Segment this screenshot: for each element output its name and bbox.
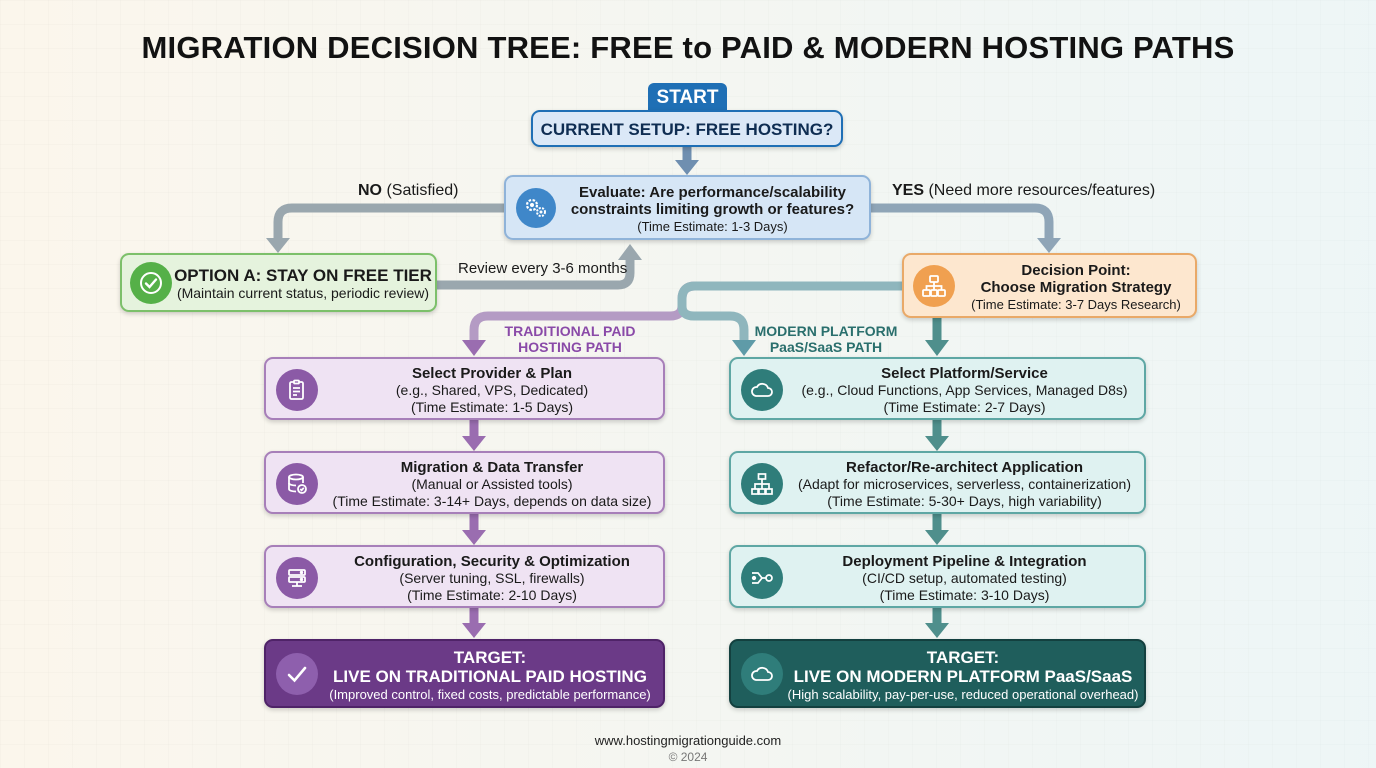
decision-line1: Decision Point:: [1021, 262, 1131, 279]
traditional-target-line1: TARGET:: [453, 648, 527, 667]
arrow-review-loop: [437, 244, 642, 290]
start-question-box: CURRENT SETUP: FREE HOSTING?: [531, 110, 843, 147]
modern-step-3-title: Deployment Pipeline & Integration: [842, 553, 1087, 570]
gears-icon: [516, 188, 556, 228]
traditional-step-3: Configuration, Security & Optimization (…: [264, 545, 665, 608]
architecture-icon: [741, 463, 783, 505]
hierarchy-icon: [913, 265, 955, 307]
arrows-modern-chain: [925, 420, 949, 638]
traditional-path-line1: TRADITIONAL PAID: [504, 323, 636, 339]
modern-step-2-text: Refactor/Re-architect Application (Adapt…: [787, 459, 1142, 510]
modern-target-line2: LIVE ON MODERN PLATFORM PaaS/SaaS: [793, 667, 1133, 686]
modern-step-3-detail: (CI/CD setup, automated testing): [862, 570, 1067, 586]
evaluate-line2: constraints limiting growth or features?: [570, 201, 855, 218]
yes-label: YES: [892, 182, 925, 199]
traditional-step-2-title: Migration & Data Transfer: [400, 459, 584, 476]
no-branch-label: NO (Satisfied): [358, 182, 458, 200]
arrow-decision-to-modern: [677, 281, 902, 356]
option-a-text: OPTION A: STAY ON FREE TIER (Maintain cu…: [174, 266, 432, 302]
option-a-box: OPTION A: STAY ON FREE TIER (Maintain cu…: [120, 253, 437, 312]
traditional-step-3-text: Configuration, Security & Optimization (…: [322, 553, 662, 604]
modern-step-3-time: (Time Estimate: 3-10 Days): [879, 587, 1050, 603]
start-question: CURRENT SETUP: FREE HOSTING?: [540, 120, 834, 139]
yes-branch-label: YES (Need more resources/features): [892, 182, 1155, 200]
footer-copyright: © 2024: [668, 750, 708, 764]
evaluate-box: Evaluate: Are performance/scalability co…: [504, 175, 871, 240]
evaluate-line1: Evaluate: Are performance/scalability: [578, 184, 847, 201]
traditional-step-1-time: (Time Estimate: 1-5 Days): [410, 399, 574, 415]
traditional-path-label: TRADITIONAL PAID HOSTING PATH: [500, 323, 640, 355]
modern-target-line3: (High scalability, pay-per-use, reduced …: [787, 687, 1139, 702]
pipeline-icon: [741, 557, 783, 599]
start-tag: START: [648, 83, 727, 111]
target-cloud-icon: [741, 653, 783, 695]
evaluate-time: (Time Estimate: 1-3 Days): [637, 219, 788, 234]
cloud-icon: [741, 369, 783, 411]
check-circle-icon: [130, 262, 172, 304]
decision-line2: Choose Migration Strategy: [980, 279, 1172, 296]
modern-step-1-detail: (e.g., Cloud Functions, App Services, Ma…: [801, 382, 1128, 398]
modern-target-text: TARGET: LIVE ON MODERN PLATFORM PaaS/Saa…: [783, 648, 1143, 703]
traditional-step-1-text: Select Provider & Plan (e.g., Shared, VP…: [322, 365, 662, 416]
modern-target: TARGET: LIVE ON MODERN PLATFORM PaaS/Saa…: [729, 639, 1146, 708]
decision-time: (Time Estimate: 3-7 Days Research): [971, 297, 1181, 312]
decision-box: Decision Point: Choose Migration Strateg…: [902, 253, 1197, 318]
arrow-yes-branch: [871, 203, 1061, 253]
traditional-step-2-text: Migration & Data Transfer (Manual or Ass…: [322, 459, 662, 510]
decision-text: Decision Point: Choose Migration Strateg…: [956, 262, 1196, 313]
option-a-title: OPTION A: STAY ON FREE TIER: [174, 266, 432, 285]
arrows-traditional-chain: [462, 420, 486, 638]
database-icon: [276, 463, 318, 505]
yes-note: (Need more resources/features): [928, 182, 1156, 199]
traditional-step-2-time: (Time Estimate: 3-14+ Days, depends on d…: [332, 493, 652, 509]
modern-step-1-text: Select Platform/Service (e.g., Cloud Fun…: [787, 365, 1142, 416]
modern-step-2-title: Refactor/Re-architect Application: [846, 459, 1083, 476]
no-label: NO: [358, 182, 382, 199]
arrow-start-to-evaluate: [675, 147, 699, 175]
modern-step-3-text: Deployment Pipeline & Integration (CI/CD…: [787, 553, 1142, 604]
traditional-target-line2: LIVE ON TRADITIONAL PAID HOSTING: [333, 667, 647, 686]
traditional-target-line3: (Improved control, fixed costs, predicta…: [329, 687, 651, 702]
traditional-target: TARGET: LIVE ON TRADITIONAL PAID HOSTING…: [264, 639, 665, 708]
traditional-step-2: Migration & Data Transfer (Manual or Ass…: [264, 451, 665, 514]
traditional-step-3-title: Configuration, Security & Optimization: [354, 553, 630, 570]
modern-step-1-time: (Time Estimate: 2-7 Days): [883, 399, 1046, 415]
traditional-step-3-time: (Time Estimate: 2-10 Days): [407, 587, 577, 603]
clipboard-icon: [276, 369, 318, 411]
arrow-decision-to-platform: [925, 318, 949, 356]
arrow-no-branch: [266, 203, 504, 253]
modern-target-line1: TARGET:: [926, 648, 1000, 667]
modern-step-3: Deployment Pipeline & Integration (CI/CD…: [729, 545, 1146, 608]
no-note: (Satisfied): [386, 182, 459, 199]
traditional-path-line2: HOSTING PATH: [518, 339, 622, 355]
modern-step-2: Refactor/Re-architect Application (Adapt…: [729, 451, 1146, 514]
traditional-step-2-detail: (Manual or Assisted tools): [411, 476, 573, 492]
traditional-step-1-title: Select Provider & Plan: [411, 365, 573, 382]
diagram-title: MIGRATION DECISION TREE: FREE to PAID & …: [141, 30, 1235, 65]
evaluate-text: Evaluate: Are performance/scalability co…: [556, 184, 869, 235]
modern-step-1: Select Platform/Service (e.g., Cloud Fun…: [729, 357, 1146, 420]
traditional-step-1-detail: (e.g., Shared, VPS, Dedicated): [395, 382, 589, 398]
checkmark-icon: [276, 653, 318, 695]
modern-path-label: MODERN PLATFORM PaaS/SaaS PATH: [752, 323, 900, 355]
modern-path-line1: MODERN PLATFORM: [754, 323, 898, 339]
modern-step-1-title: Select Platform/Service: [881, 365, 1048, 382]
modern-step-2-detail: (Adapt for microservices, serverless, co…: [797, 476, 1131, 492]
review-label: Review every 3-6 months: [458, 260, 628, 277]
traditional-step-1: Select Provider & Plan (e.g., Shared, VP…: [264, 357, 665, 420]
traditional-step-3-detail: (Server tuning, SSL, firewalls): [399, 570, 585, 586]
server-icon: [276, 557, 318, 599]
modern-path-line2: PaaS/SaaS PATH: [769, 339, 883, 355]
modern-step-2-time: (Time Estimate: 5-30+ Days, high variabi…: [827, 493, 1102, 509]
option-a-subtitle: (Maintain current status, periodic revie…: [176, 285, 430, 301]
footer-url: www.hostingmigrationguide.com: [594, 733, 782, 748]
traditional-target-text: TARGET: LIVE ON TRADITIONAL PAID HOSTING…: [318, 648, 662, 703]
